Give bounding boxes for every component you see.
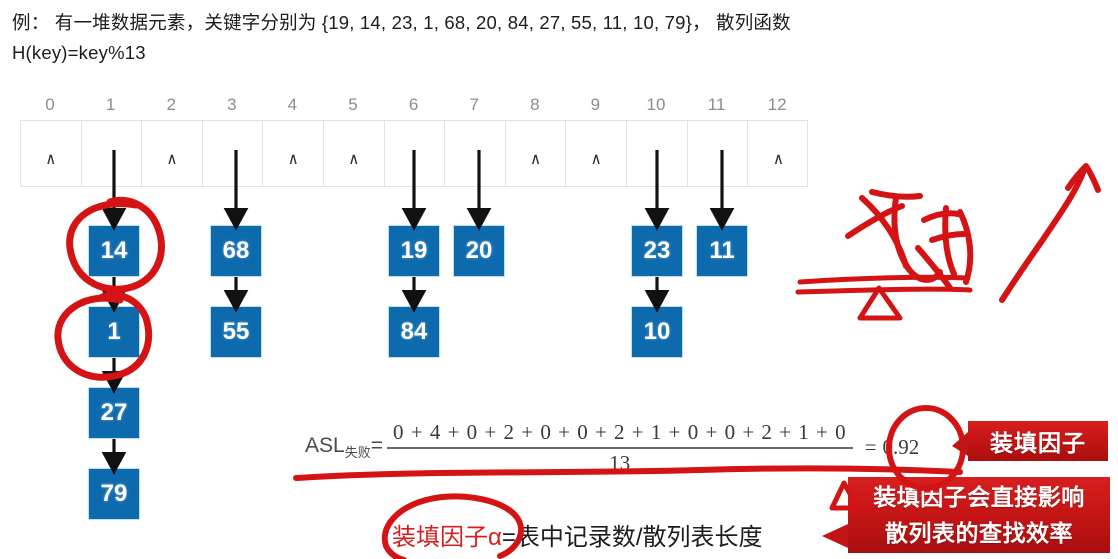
bucket-cell-10[interactable] — [627, 121, 688, 186]
index-label-8: 8 — [530, 95, 540, 114]
chain-node-bucket10-0[interactable]: 23 — [631, 225, 683, 277]
index-label-9: 9 — [590, 95, 601, 114]
problem-line-2: H(key)=key%13 — [12, 42, 146, 63]
asl-label: ASL — [305, 434, 345, 458]
bucket-cell-0[interactable]: ∧ — [21, 121, 82, 186]
underline-success — [797, 274, 971, 285]
index-label-1: 1 — [105, 95, 116, 114]
load-factor-definition: 装填因子α=表中记录数/散列表长度 — [392, 517, 763, 552]
handwritten-arrow-head — [1065, 163, 1101, 193]
chain-node-bucket6-1[interactable]: 84 — [388, 306, 440, 358]
index-label-12: 12 — [767, 95, 787, 114]
chain-node-bucket10-1[interactable]: 10 — [631, 306, 683, 358]
index-label-6: 6 — [408, 95, 419, 114]
bucket-cell-8[interactable]: ∧ — [506, 121, 567, 186]
chain-node-bucket11-0[interactable]: 11 — [696, 225, 748, 277]
bucket-cell-3[interactable] — [203, 121, 264, 186]
chain-node-bucket3-0[interactable]: 68 — [210, 225, 262, 277]
index-label-5: 5 — [348, 95, 358, 114]
chain-node-bucket7-0[interactable]: 20 — [453, 225, 505, 277]
bucket-cell-5[interactable]: ∧ — [324, 121, 385, 186]
chain-node-bucket1-3[interactable]: 79 — [88, 468, 140, 520]
asl-equals: = — [370, 434, 383, 458]
index-label-0: 0 — [45, 95, 55, 114]
callout-load-factor-effect[interactable]: 装填因子会直接影响 散列表的查找效率 — [848, 477, 1110, 553]
asl-numerator: 0 + 4 + 0 + 2 + 0 + 0 + 2 + 1 + 0 + 0 + … — [392, 420, 847, 444]
chain-node-bucket1-2[interactable]: 27 — [88, 387, 140, 439]
bucket-cell-2[interactable]: ∧ — [142, 121, 203, 186]
problem-statement: 例： 有一堆数据元素，关键字分别为 {19, 14, 23, 1, 68, 20… — [12, 8, 1012, 68]
index-label-10: 10 — [646, 95, 666, 114]
bucket-cell-9[interactable]: ∧ — [566, 121, 627, 186]
chain-node-bucket1-0[interactable]: 14 — [88, 225, 140, 277]
asl-fraction: 0 + 4 + 0 + 2 + 0 + 0 + 2 + 1 + 0 + 0 + … — [386, 420, 853, 476]
problem-line-1: 例： 有一堆数据元素，关键字分别为 {19, 14, 23, 1, 68, 20… — [12, 12, 791, 33]
callout-load-factor-label: 装填因子 — [990, 430, 1086, 456]
null-pointer-mark: ∧ — [530, 151, 541, 169]
chain-node-bucket3-1[interactable]: 55 — [210, 306, 262, 358]
index-label-7: 7 — [469, 95, 479, 114]
null-pointer-mark: ∧ — [348, 151, 359, 169]
index-label-3: 3 — [227, 95, 237, 114]
null-pointer-mark: ∧ — [45, 151, 56, 169]
bucket-cell-6[interactable] — [385, 121, 446, 186]
asl-label-group: ASL失败= — [305, 434, 383, 461]
callout-load-factor[interactable]: 装填因子 — [968, 421, 1108, 461]
null-pointer-mark: ∧ — [773, 151, 784, 169]
fraction-bar — [386, 447, 853, 449]
underline-success-2 — [795, 286, 973, 295]
handwriting-success — [845, 189, 974, 291]
handwritten-arrow-curve — [999, 167, 1087, 303]
bucket-cell-11[interactable] — [688, 121, 749, 186]
callout-tail-effect — [822, 524, 848, 548]
null-pointer-mark: ∧ — [167, 151, 177, 169]
triangle-pointer-success — [857, 285, 903, 321]
bucket-cell-12[interactable]: ∧ — [748, 121, 809, 186]
callout-effect-line-1: 装填因子会直接影响 — [873, 484, 1085, 510]
bucket-cell-7[interactable] — [445, 121, 506, 186]
chain-node-bucket1-1[interactable]: 1 — [88, 306, 140, 358]
asl-subscript: 失败 — [344, 445, 371, 461]
asl-formula: ASL失败= 0 + 4 + 0 + 2 + 0 + 0 + 2 + 1 + 0… — [305, 420, 919, 476]
null-pointer-mark: ∧ — [591, 151, 601, 169]
asl-denominator: 13 — [609, 450, 631, 475]
asl-result-equals: = — [864, 435, 877, 460]
callout-effect-line-2: 散列表的查找效率 — [885, 520, 1073, 546]
null-pointer-mark: ∧ — [288, 151, 298, 169]
hash-table-bucket-row: ∧ ∧ ∧ ∧ ∧ ∧ ∧ — [20, 120, 808, 187]
load-factor-term: 装填因子α — [392, 524, 502, 551]
index-label-2: 2 — [166, 95, 176, 114]
bucket-cell-1[interactable] — [82, 121, 143, 186]
bucket-cell-4[interactable]: ∧ — [263, 121, 324, 186]
index-label-11: 11 — [707, 95, 726, 114]
callout-tail-load-factor — [952, 432, 968, 456]
index-label-4: 4 — [287, 95, 298, 114]
chain-node-bucket6-0[interactable]: 19 — [388, 225, 440, 277]
load-factor-formula: =表中记录数/散列表长度 — [501, 524, 763, 551]
asl-result-value: 0.92 — [882, 435, 920, 460]
